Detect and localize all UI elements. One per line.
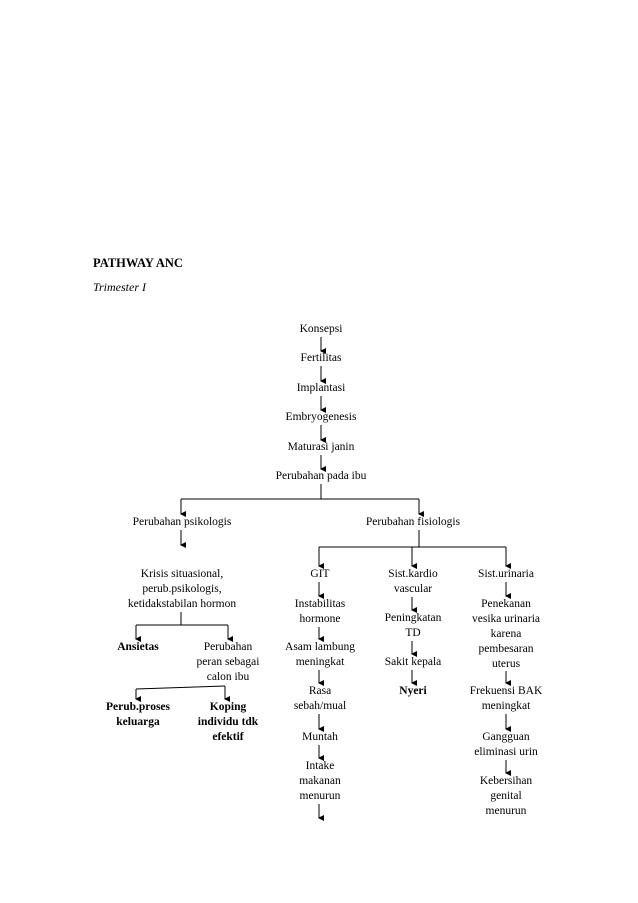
node-perubahan-psikologis: Perubahan psikologis [132,516,232,528]
line-peran-split [135,685,226,690]
node-peningkatan-td: Peningkatan TD [384,612,442,639]
node-implantasi: Implantasi [296,382,346,394]
node-intake-makanan: Intake makanan menurun [299,760,341,802]
node-kebersihan-genital: Kebersihan genital menurun [479,775,533,817]
node-maturasi-janin: Maturasi janin [287,441,355,453]
node-instabilitas-hormone: Instabilitas hormone [294,598,346,625]
node-fertilitas: Fertilitas [300,352,342,364]
node-sakit-kepala: Sakit kepala [384,656,442,668]
node-asam-lambung: Asam lambung meningkat [285,641,355,668]
node-konsepsi: Konsepsi [299,323,343,335]
node-perubahan-pada-ibu: Perubahan pada ibu [275,470,367,482]
node-git: GIT [310,568,330,580]
node-sist-kardio: Sist.kardio vascular [388,568,438,595]
node-perubahan-peran: Perubahan peran sebagai calon ibu [196,641,260,683]
node-sist-urinaria: Sist.urinaria [478,568,534,580]
node-perubahan-fisiologis: Perubahan fisiologis [365,516,461,528]
node-gangguan-eliminasi: Gangguan eliminasi urin [474,731,538,758]
node-perub-proses-keluarga: Perub.proses keluarga [106,701,170,728]
node-rasa-sebah: Rasa sebah/mual [293,685,347,712]
node-frekuensi-bak: Frekuensi BAK meningkat [469,685,543,712]
node-penekanan-vesika: Penekanan vesika urinaria karena pembesa… [471,598,540,670]
node-koping-individu: Koping individu tdk efektif [197,701,259,743]
node-krisis-situasional: Krisis situasional, perub.psikologis, ke… [127,568,237,610]
node-muntah: Muntah [302,731,338,743]
node-nyeri: Nyeri [399,685,427,697]
page-subtitle: Trimester I [93,280,147,294]
node-embryogenesis: Embryogenesis [285,411,357,423]
page-title: PATHWAY ANC [93,256,183,270]
node-ansietas: Ansietas [117,641,159,653]
